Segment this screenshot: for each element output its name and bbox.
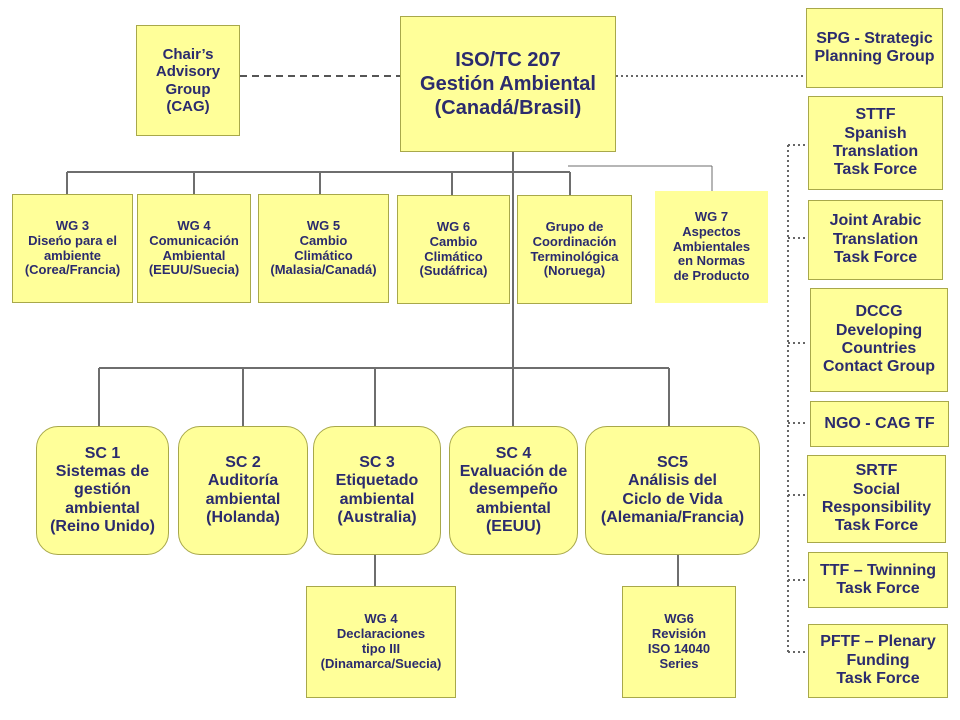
- coordination-group-box: Grupo de Coordinación Terminológica (Nor…: [517, 195, 632, 304]
- ngo-cag-tf-box: NGO - CAG TF: [810, 401, 949, 447]
- pftf-box: PFTF – Plenary Funding Task Force: [808, 624, 948, 698]
- iso-tc207-box: ISO/TC 207 Gestión Ambiental (Canadá/Bra…: [400, 16, 616, 152]
- sc1-box: SC 1 Sistemas de gestión ambiental (Rein…: [36, 426, 169, 555]
- wg4-box: WG 4 Comunicación Ambiental (EEUU/Suecia…: [137, 194, 251, 303]
- chairs-advisory-group-box: Chair’s Advisory Group (CAG): [136, 25, 240, 136]
- sc4-box: SC 4 Evaluación de desempeño ambiental (…: [449, 426, 578, 555]
- sc5-box: SC5 Análisis del Ciclo de Vida (Alemania…: [585, 426, 760, 555]
- wg7-box: WG 7 Aspectos Ambientales en Normas de P…: [655, 191, 768, 303]
- wg3-box: WG 3 Diseńo para el ambiente (Corea/Fran…: [12, 194, 133, 303]
- ttf-box: TTF – Twinning Task Force: [808, 552, 948, 608]
- sttf-box: STTF Spanish Translation Task Force: [808, 96, 943, 190]
- spg-box: SPG - Strategic Planning Group: [806, 8, 943, 88]
- sc3-box: SC 3 Etiquetado ambiental (Australia): [313, 426, 441, 555]
- srtf-box: SRTF Social Responsibility Task Force: [807, 455, 946, 543]
- sc3-wg4-box: WG 4 Declaraciones tipo III (Dinamarca/S…: [306, 586, 456, 698]
- wg6-box: WG 6 Cambio Climático (Sudáfrica): [397, 195, 510, 304]
- sc2-box: SC 2 Auditoría ambiental (Holanda): [178, 426, 308, 555]
- wg5-box: WG 5 Cambio Climático (Malasia/Canadá): [258, 194, 389, 303]
- joint-arabic-tf-box: Joint Arabic Translation Task Force: [808, 200, 943, 280]
- dccg-box: DCCG Developing Countries Contact Group: [810, 288, 948, 392]
- sc5-wg6-box: WG6 Revisión ISO 14040 Series: [622, 586, 736, 698]
